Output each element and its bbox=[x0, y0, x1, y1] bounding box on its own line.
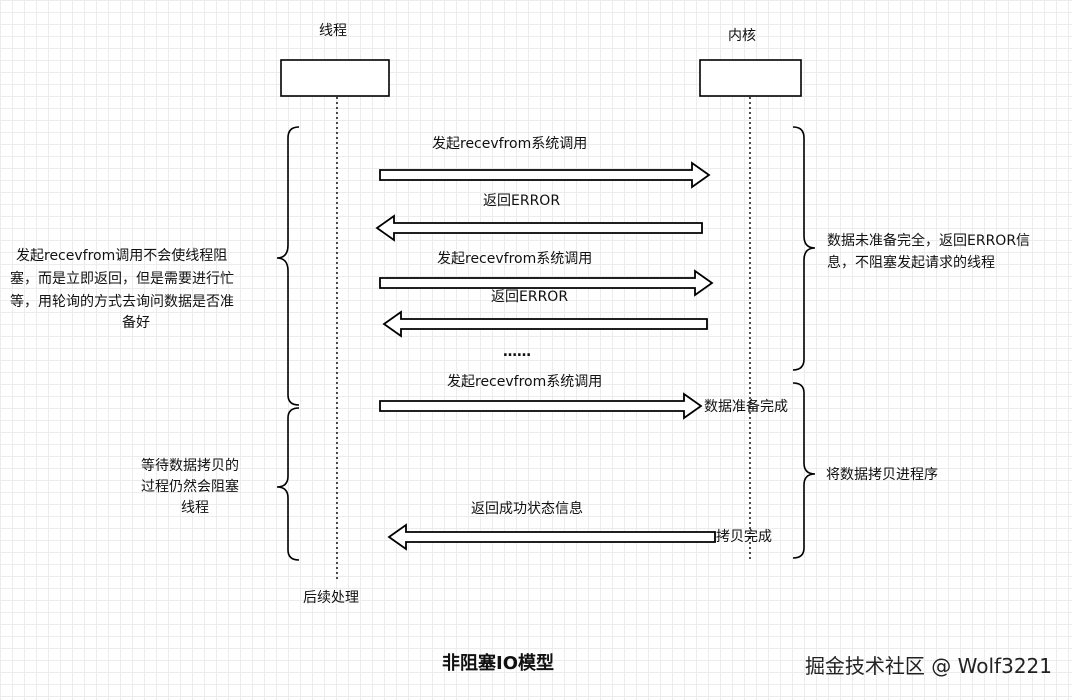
right-brace-copy bbox=[792, 382, 816, 559]
kernel-box bbox=[699, 59, 802, 97]
right-note-copy-to-process: 将数据拷贝进程序 bbox=[826, 467, 938, 483]
diagram-title: 非阻塞IO模型 bbox=[442, 653, 554, 674]
left-note-polling-line-1: 发起recevfrom调用不会使线程阻 bbox=[16, 248, 228, 264]
left-note-polling-line-2: 塞，而是立即返回，但是需要进行忙 bbox=[10, 271, 234, 287]
right-note-not-ready-line-1: 数据未准备完全，返回ERROR信 bbox=[827, 233, 1031, 249]
watermark: 掘金技术社区 @ Wolf3221 bbox=[804, 654, 1052, 678]
left-note-copy-line-3: 线程 bbox=[181, 500, 209, 516]
thread-box bbox=[280, 59, 390, 97]
arrow-call-2 bbox=[379, 269, 714, 297]
data-ready-label: 数据准备完成 bbox=[704, 399, 788, 415]
left-note-copy-line-2: 过程仍然会阻塞 bbox=[141, 479, 239, 495]
left-brace-copy bbox=[276, 407, 300, 561]
ellipsis-label: …… bbox=[503, 344, 531, 360]
kernel-label: 内核 bbox=[728, 28, 756, 44]
arrow-success bbox=[387, 523, 716, 551]
right-brace-not-ready bbox=[792, 126, 816, 371]
left-note-polling-line-3: 等，用轮询的方式去询问数据是否准 bbox=[10, 294, 234, 310]
message-label-error-1: 返回ERROR bbox=[483, 193, 561, 209]
message-label-call-3: 发起recevfrom系统调用 bbox=[447, 374, 603, 390]
left-note-copy-line-1: 等待数据拷贝的 bbox=[141, 458, 239, 474]
arrow-call-1 bbox=[379, 161, 711, 189]
left-note-polling-line-4: 备好 bbox=[122, 315, 150, 331]
right-note-not-ready-line-2: 息，不阻塞发起请求的线程 bbox=[827, 255, 995, 271]
copy-done-label: 拷贝完成 bbox=[716, 529, 772, 545]
thread-label: 线程 bbox=[319, 23, 347, 39]
after-processing-label: 后续处理 bbox=[303, 590, 359, 606]
message-label-error-2: 返回ERROR bbox=[491, 289, 569, 305]
message-label-call-2: 发起recevfrom系统调用 bbox=[437, 251, 593, 267]
message-label-success: 返回成功状态信息 bbox=[471, 501, 583, 517]
arrow-error-1 bbox=[375, 214, 703, 242]
arrow-error-2 bbox=[382, 310, 708, 338]
left-brace-polling bbox=[276, 126, 300, 406]
message-label-call-1: 发起recevfrom系统调用 bbox=[432, 136, 588, 152]
arrow-call-3 bbox=[379, 392, 703, 420]
